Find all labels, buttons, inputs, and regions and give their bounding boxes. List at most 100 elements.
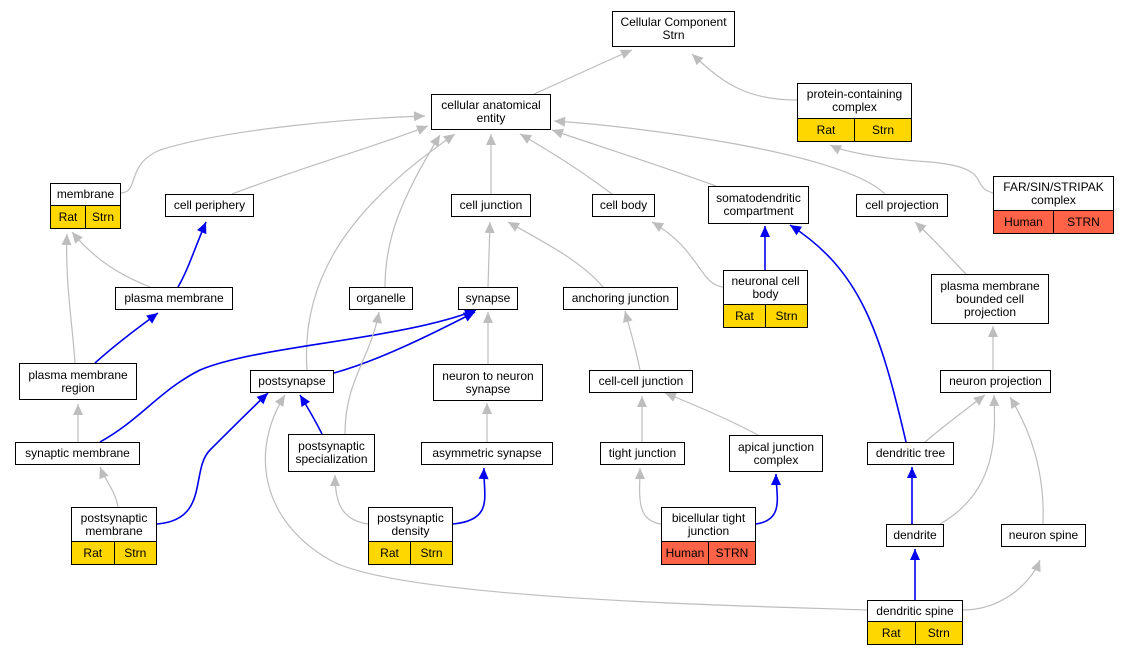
node-plasma-membrane-bounded-cell-projection[interactable]: plasma membrane bounded cell projection bbox=[931, 274, 1049, 324]
node-dendrite[interactable]: dendrite bbox=[886, 524, 944, 547]
species-badge: Rat bbox=[51, 206, 85, 228]
node-synaptic-membrane[interactable]: synaptic membrane bbox=[15, 442, 140, 465]
node-label: anchoring junction bbox=[571, 291, 670, 305]
edge-dendrite-to-dendritic-tree bbox=[907, 467, 917, 524]
edge-synaptic-membrane-to-plasma-membrane-region bbox=[73, 404, 83, 442]
edge-postsynaptic-membrane-to-synaptic-membrane bbox=[99, 466, 119, 508]
edge-arrowhead bbox=[462, 312, 475, 322]
gene-badge: Strn bbox=[765, 305, 807, 327]
node-cell-body[interactable]: cell body bbox=[592, 194, 655, 217]
node-cell-periphery[interactable]: cell periphery bbox=[165, 194, 254, 217]
edge-dendritic-spine-to-postsynapse bbox=[264, 394, 868, 611]
edge-neuronal-cell-body-to-somatodendritic-compartment bbox=[760, 226, 770, 270]
node-label: postsynapse bbox=[258, 374, 326, 388]
edge-arrowhead bbox=[830, 145, 843, 155]
node-label: plasma membrane region bbox=[28, 367, 128, 395]
edge-bicellular-tight-junction-to-tight-junction bbox=[635, 467, 662, 525]
edge-cell-projection-to-cellular-anatomical-entity bbox=[553, 116, 886, 195]
edge-postsynaptic-specialization-to-postsynapse bbox=[299, 394, 323, 435]
edge-postsynaptic-membrane-to-postsynapse bbox=[156, 392, 269, 525]
gene-badge: Strn bbox=[113, 542, 156, 564]
node-synapse[interactable]: synapse bbox=[458, 287, 518, 310]
node-cell-cell-junction[interactable]: cell-cell junction bbox=[589, 370, 693, 393]
edge-arrowhead bbox=[415, 125, 428, 135]
edge-arrowhead bbox=[907, 467, 917, 478]
node-organelle[interactable]: organelle bbox=[349, 287, 413, 310]
edge-arrowhead bbox=[413, 111, 425, 122]
edge-arrowhead bbox=[1031, 560, 1041, 573]
edge-arrowhead bbox=[790, 225, 802, 236]
edge-arrowhead bbox=[973, 395, 985, 406]
edge-arrowhead bbox=[256, 393, 268, 405]
species-badge: Rat bbox=[369, 542, 410, 564]
node-label: tight junction bbox=[608, 446, 677, 460]
edge-dendrite-to-neuron-projection bbox=[939, 394, 1000, 525]
node-label: neuron spine bbox=[1008, 528, 1079, 542]
node-label: neuronal cell body bbox=[731, 273, 800, 301]
edge-neuron-spine-to-neuron-projection bbox=[1009, 396, 1044, 525]
node-label: dendrite bbox=[893, 528, 937, 542]
edge-plasma-membrane-to-membrane bbox=[71, 231, 151, 288]
node-cell-projection[interactable]: cell projection bbox=[856, 194, 948, 217]
edge-neuronal-cell-body-to-cell-body bbox=[651, 221, 724, 288]
node-neuron-spine[interactable]: neuron spine bbox=[1001, 524, 1086, 547]
node-postsynaptic-specialization[interactable]: postsynaptic specialization bbox=[288, 434, 375, 472]
node-cell-junction[interactable]: cell junction bbox=[451, 194, 531, 217]
node-label: cellular anatomical entity bbox=[441, 98, 541, 125]
node-label: postsynaptic membrane bbox=[80, 510, 148, 538]
edge-arrowhead bbox=[484, 222, 495, 234]
node-neuron-to-neuron-synapse[interactable]: neuron to neuron synapse bbox=[433, 364, 543, 401]
edge-dendritic-spine-to-dendrite bbox=[910, 549, 920, 600]
edge-arrowhead bbox=[910, 549, 920, 560]
node-label: synaptic membrane bbox=[25, 446, 130, 460]
node-label: neuron projection bbox=[949, 374, 1042, 388]
node-neuron-projection[interactable]: neuron projection bbox=[940, 370, 1051, 393]
edge-dendritic-spine-to-neuron-spine bbox=[962, 559, 1041, 611]
node-label: cell projection bbox=[865, 198, 939, 212]
node-apical-junction-complex[interactable]: apical junction complex bbox=[729, 435, 823, 472]
gene-badge: Strn bbox=[85, 206, 120, 228]
node-label: postsynaptic density bbox=[377, 510, 444, 538]
edge-arrowhead bbox=[623, 311, 633, 323]
node-somatodendritic-compartment[interactable]: somatodendritic compartment bbox=[708, 186, 809, 224]
edge-arrowhead bbox=[443, 134, 455, 145]
edge-tight-junction-to-cell-cell-junction bbox=[637, 396, 647, 442]
node-label: somatodendritic compartment bbox=[716, 191, 801, 218]
node-asymmetric-synapse[interactable]: asymmetric synapse bbox=[421, 442, 553, 465]
edge-arrowhead bbox=[619, 49, 632, 59]
species-badge: Human bbox=[994, 211, 1053, 233]
edge-arrowhead bbox=[72, 232, 83, 244]
edge-arrowhead bbox=[637, 396, 647, 407]
edge-arrowhead bbox=[73, 404, 83, 415]
edge-arrowhead bbox=[478, 468, 489, 480]
node-plasma-membrane-region[interactable]: plasma membrane region bbox=[19, 363, 137, 400]
edge-arrowhead bbox=[372, 312, 382, 324]
node-label: cell periphery bbox=[173, 198, 246, 212]
node-tight-junction[interactable]: tight junction bbox=[600, 442, 685, 465]
node-anchoring-junction[interactable]: anchoring junction bbox=[563, 287, 678, 310]
node-label: FAR/SIN/STRIPAK complex bbox=[1003, 179, 1104, 207]
node-dendritic-tree[interactable]: dendritic tree bbox=[867, 442, 954, 465]
node-label: asymmetric synapse bbox=[432, 446, 542, 460]
node-cellular-anatomical-entity[interactable]: cellular anatomical entity bbox=[431, 94, 551, 130]
node-postsynapse[interactable]: postsynapse bbox=[250, 370, 334, 393]
edge-cellular-anatomical-entity-to-cellular-component bbox=[533, 49, 633, 95]
edge-postsynaptic-density-to-asymmetric-synapse bbox=[452, 467, 489, 525]
node-cellular-component[interactable]: Cellular Component Strn bbox=[612, 11, 735, 47]
edge-arrowhead bbox=[760, 226, 770, 237]
node-plasma-membrane[interactable]: plasma membrane bbox=[115, 287, 233, 310]
edge-neuron-projection-to-plasma-membrane-bounded-cell-projection bbox=[988, 326, 998, 370]
node-label: Cellular Component Strn bbox=[620, 15, 727, 42]
node-label: cell body bbox=[599, 198, 648, 212]
species-badge: Rat bbox=[724, 305, 765, 327]
node-label: dendritic spine bbox=[876, 603, 954, 618]
